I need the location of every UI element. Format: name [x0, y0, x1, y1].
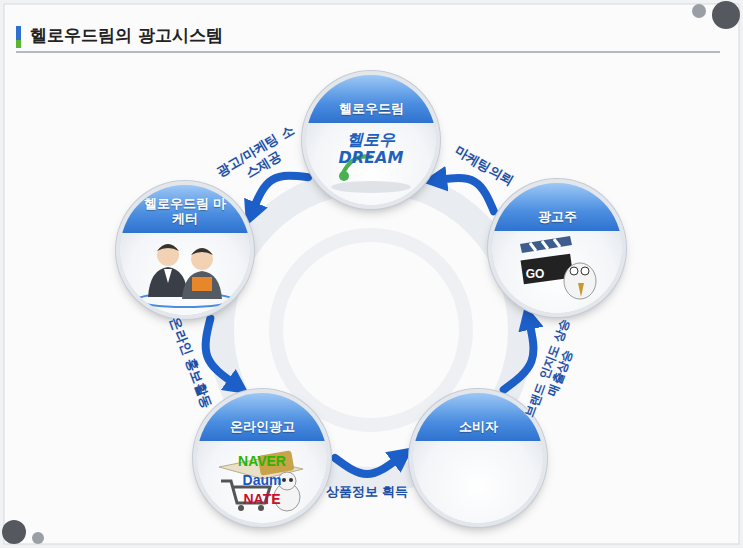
text-slot: GO [492, 263, 600, 282]
flow-arrow [504, 322, 534, 390]
circle-node: 광고주 GO [492, 183, 622, 313]
flow-arrow [206, 318, 235, 383]
node-text: NAVER [238, 454, 286, 469]
flow-arrow [335, 458, 399, 474]
circle-node: 헬로우드림헬로우 DREAM [306, 75, 436, 205]
text-slot: Daum [197, 470, 327, 489]
node-title: 광고주 [515, 209, 599, 225]
diagram-title: 헬로우드림의 광고시스템 [30, 24, 223, 47]
text-slot: NATE [197, 489, 327, 508]
node-title: 헬로우드림 [329, 101, 413, 117]
text-slot: NAVER [197, 451, 327, 470]
flow-arrow [253, 176, 308, 210]
text-slot: 헬로우 DREAM [306, 131, 436, 168]
edge-label: 상품정보 획득 [319, 484, 415, 500]
circle-node: 헬로우드림 마케터 [120, 185, 250, 315]
circle-node: 온라인광고 NAVER DaumNATE [197, 393, 327, 523]
flow-arrow [439, 178, 494, 211]
title-band: 헬로우드림 마케터 [120, 185, 250, 233]
node-title: 소비자 [436, 419, 520, 435]
node-text: NATE [243, 492, 280, 507]
node-text: 헬로우 DREAM [325, 131, 417, 168]
node-title: 헬로우드림 마케터 [143, 196, 227, 227]
title-band: 광고주 [492, 183, 622, 231]
title-band: 온라인광고 [197, 393, 327, 441]
node-text: GO [526, 268, 545, 281]
node-title: 온라인광고 [220, 419, 304, 435]
title-band: 헬로우드림 [306, 75, 436, 123]
node-text: Daum [243, 473, 282, 488]
